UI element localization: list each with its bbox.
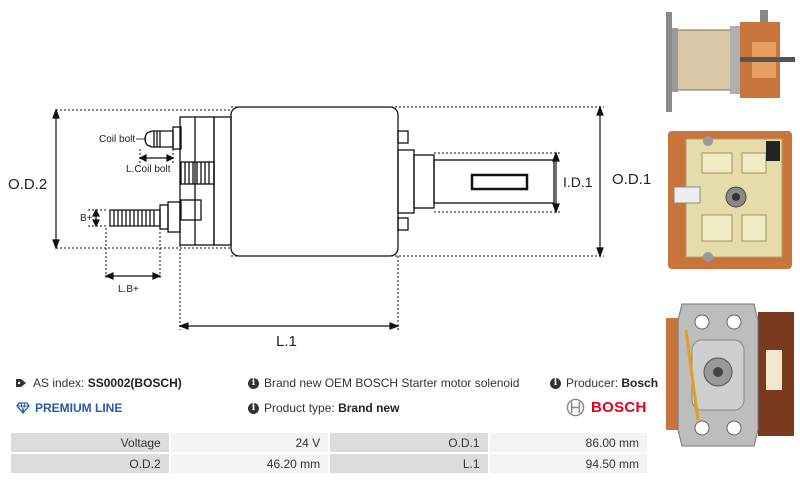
label-coil-bolt: Coil bolt: [99, 134, 135, 145]
label-bplus: B+: [80, 213, 93, 224]
product-type-value: Brand new: [338, 401, 400, 415]
info-icon: i: [550, 377, 561, 389]
as-index-label: AS index:: [33, 376, 85, 390]
specs-table: Voltage 24 V O.D.1 86.00 mm O.D.2 46.20 …: [9, 431, 649, 475]
info-icon: i: [248, 377, 259, 389]
tag-icon: [16, 379, 26, 387]
product-type: i Product type: Brand new: [248, 401, 399, 415]
as-index: AS index: SS0002(BOSCH): [16, 376, 182, 390]
spec-key: L.1: [330, 454, 488, 473]
bosch-logo: BOSCH: [566, 398, 647, 417]
solenoid-dimension-drawing: O.D.2 O.D.1 I.D.1 L.1 L.B+ B+ Coil bolt …: [8, 105, 651, 350]
label-lb: L.B+: [118, 284, 139, 295]
spec-value: 46.20 mm: [170, 454, 329, 473]
producer-value: Bosch: [621, 376, 659, 390]
solenoid-body: [230, 106, 399, 257]
product-photo-front[interactable]: [662, 125, 800, 275]
producer: i Producer: Bosch: [550, 376, 658, 390]
as-index-value: SS0002(BOSCH): [87, 376, 182, 390]
diamond-icon: [16, 402, 30, 414]
spec-value: 86.00 mm: [489, 433, 647, 452]
spec-key: O.D.2: [11, 454, 169, 473]
table-row: O.D.2 46.20 mm L.1 94.50 mm: [11, 454, 647, 473]
description-text: Brand new OEM BOSCH Starter motor soleno…: [264, 376, 520, 390]
info-icon: i: [248, 402, 259, 414]
bosch-logo-text: BOSCH: [591, 399, 647, 416]
bosch-armature-icon: [566, 398, 585, 417]
description: i Brand new OEM BOSCH Starter motor sole…: [248, 376, 519, 390]
label-od1: O.D.1: [612, 171, 651, 188]
spec-value: 94.50 mm: [489, 454, 647, 473]
label-l1: L.1: [276, 333, 297, 350]
spec-key: Voltage: [11, 433, 169, 452]
premium-line: PREMIUM LINE: [16, 401, 122, 415]
product-photo-back[interactable]: [662, 300, 800, 450]
label-l-coil-bolt: L.Coil bolt: [126, 164, 171, 175]
premium-line-text: PREMIUM LINE: [35, 401, 123, 415]
product-type-label: Product type:: [264, 401, 335, 415]
spec-key: O.D.1: [330, 433, 488, 452]
label-id1: I.D.1: [563, 174, 593, 190]
table-row: Voltage 24 V O.D.1 86.00 mm: [11, 433, 647, 452]
end-plate: [213, 116, 232, 246]
product-photo-side[interactable]: [660, 2, 800, 122]
label-od2: O.D.2: [8, 176, 47, 193]
producer-label: Producer:: [566, 376, 619, 390]
spec-value: 24 V: [170, 433, 329, 452]
